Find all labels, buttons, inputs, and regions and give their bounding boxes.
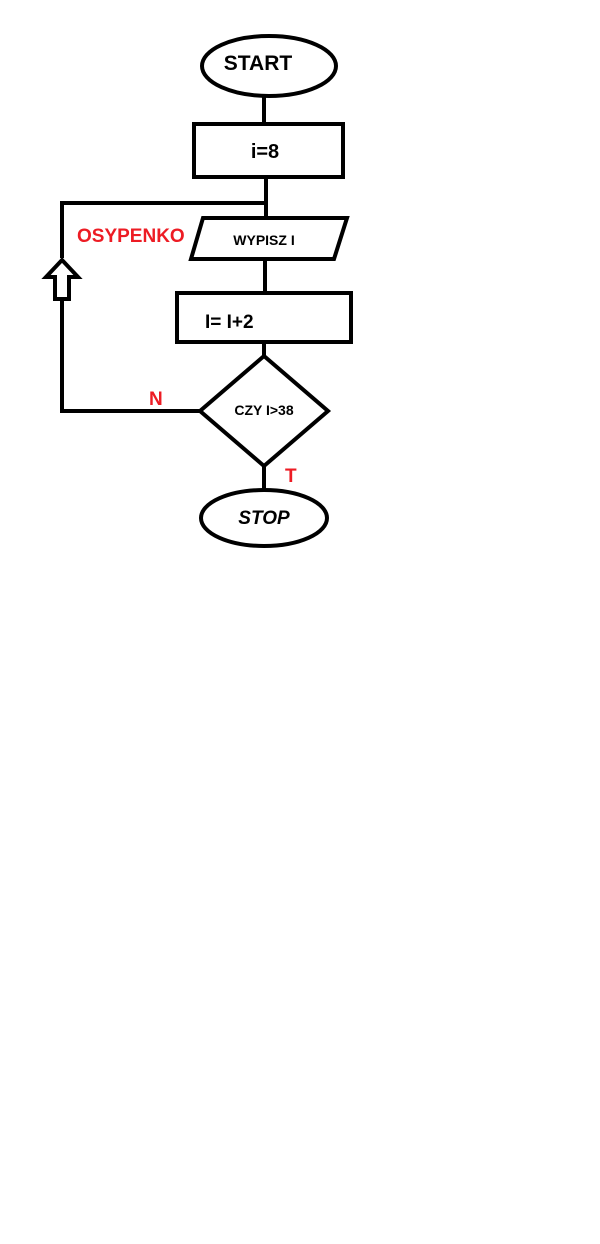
output-parallelogram-label: WYPISZ I — [233, 232, 294, 248]
yes-branch-label: T — [285, 466, 297, 487]
increment-process-box[interactable] — [175, 291, 353, 344]
start-terminal[interactable] — [200, 34, 338, 98]
loop-back-line — [60, 298, 200, 413]
init-process-box[interactable] — [192, 122, 345, 179]
decision-diamond[interactable] — [196, 353, 332, 469]
increment-process-label: I= I+2 — [205, 312, 254, 333]
init-process-label: i=8 — [251, 141, 279, 163]
loop-top-line — [60, 201, 266, 258]
start-terminal-label: START — [224, 52, 293, 75]
arrow-up-icon — [41, 257, 83, 301]
decision-diamond-label: CZY I>38 — [234, 402, 293, 418]
stop-terminal[interactable] — [199, 488, 329, 548]
author-label: OSYPENKO — [77, 226, 185, 247]
stop-terminal-label: STOP — [238, 508, 290, 529]
no-branch-label: N — [149, 389, 163, 410]
output-parallelogram[interactable] — [188, 216, 350, 261]
